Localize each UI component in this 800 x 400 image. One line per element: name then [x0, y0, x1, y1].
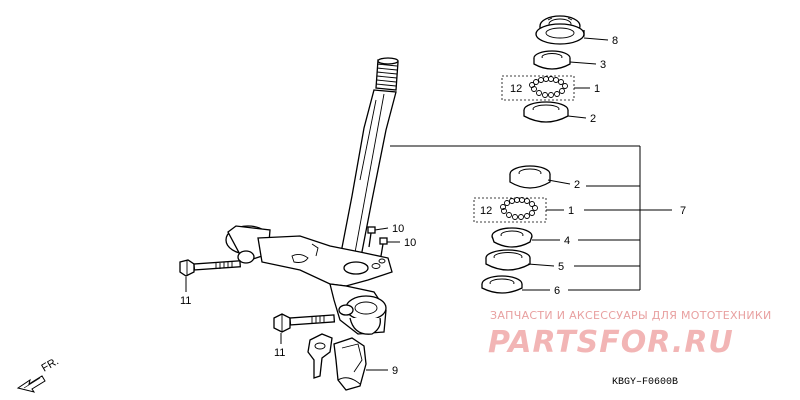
- watermark: ЗАПЧАСТИ И АКСЕССУАРЫ ДЛЯ МОТОТЕХНИКИ PA…: [488, 309, 772, 360]
- callout-9: 9: [392, 365, 398, 377]
- key-lock-9: [307, 333, 367, 391]
- callout-2-top: 2: [590, 113, 596, 125]
- lower-bracket: [225, 225, 393, 335]
- bottom-cone-race-4: [491, 227, 533, 248]
- callout-1-top: 1: [594, 83, 600, 95]
- top-ball-race-2: [523, 101, 569, 123]
- callout-labels: 8 3 1 12 2 2 12 1 7 4 5 6 10 10 11 11 9: [180, 35, 686, 377]
- bolt-11-upper: [179, 259, 242, 277]
- front-label: FR.: [40, 355, 61, 374]
- callout-11-a: 11: [180, 295, 191, 307]
- dust-seal-5: [485, 249, 531, 271]
- callout-8: 8: [612, 35, 618, 47]
- screw-10-b: [379, 237, 388, 257]
- callout-10-a: 10: [392, 223, 404, 235]
- screw-10-a: [367, 226, 376, 248]
- steering-stem: [339, 57, 399, 263]
- front-arrow-icon: [16, 375, 46, 393]
- callout-1-bottom: 1: [568, 205, 574, 217]
- leader-lines: [185, 37, 672, 371]
- callout-3: 3: [600, 59, 606, 71]
- top-cone-race-3: [533, 50, 571, 70]
- callout-7: 7: [680, 205, 686, 217]
- watermark-brand: PARTSFOR.RU: [488, 325, 734, 360]
- bottom-ball-race-2: [509, 165, 551, 189]
- callout-10-b: 10: [404, 237, 416, 249]
- dust-seal-washer-6: [481, 275, 523, 294]
- callout-12-top: 12: [510, 83, 522, 95]
- callout-2-bottom: 2: [574, 179, 580, 191]
- callout-5: 5: [558, 261, 564, 273]
- bolt-11-lower: [273, 313, 336, 333]
- diagram-code: KBGY–F0600B: [612, 377, 678, 388]
- front-direction-indicator: FR.: [16, 355, 61, 393]
- callout-6: 6: [554, 285, 560, 297]
- callout-12-bottom: 12: [480, 205, 492, 217]
- top-thread-nut-8: [535, 15, 585, 45]
- watermark-tagline: ЗАПЧАСТИ И АКСЕССУАРЫ ДЛЯ МОТОТЕХНИКИ: [490, 309, 772, 322]
- steel-balls-top: [501, 75, 575, 101]
- callout-4: 4: [564, 235, 570, 247]
- callout-11-b: 11: [274, 347, 285, 359]
